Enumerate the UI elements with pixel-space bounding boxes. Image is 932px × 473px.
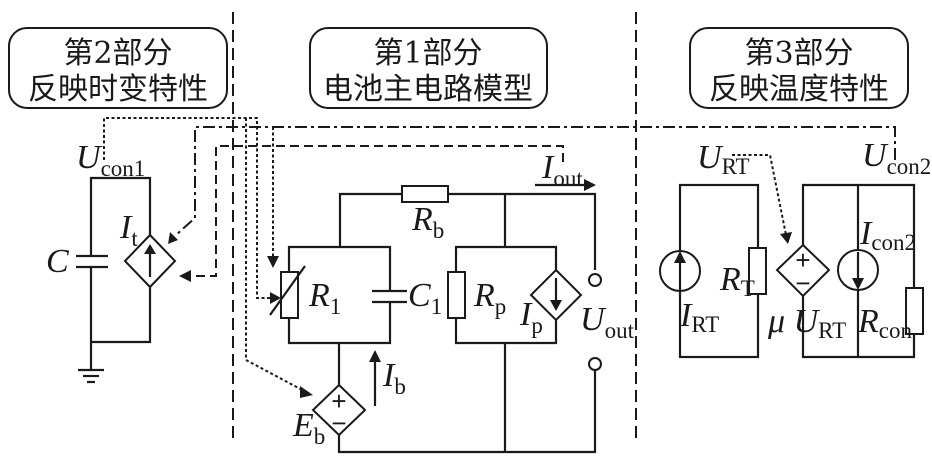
wire [338, 192, 402, 247]
wire [448, 192, 597, 270]
section-title-part3: 第3部分 反映温度特性 [689, 27, 909, 109]
wire [89, 267, 152, 344]
minus-sign: − [795, 268, 810, 298]
plus-sign: + [331, 386, 346, 416]
label-mu-U-RT: μ URT [767, 303, 846, 343]
output-terminal-top [588, 273, 602, 287]
plus-sign: + [795, 245, 810, 275]
label-I-con2: Icon2 [859, 215, 916, 255]
label-I-out: Iout [541, 149, 583, 191]
label-R-1: R1 [308, 277, 341, 319]
section-title-line2: 电池主电路模型 [323, 72, 533, 107]
section-title-line1: 第2部分 [63, 36, 172, 71]
part3-circuit [659, 183, 924, 359]
resistor-Rp [447, 271, 466, 319]
ground-icon [78, 368, 104, 384]
section-title-part1: 第1部分 电池主电路模型 [309, 27, 548, 109]
label-I-t: It [119, 209, 138, 251]
part2-circuit [76, 176, 177, 384]
section-title-part2: 第2部分 反映时变特性 [8, 27, 228, 109]
label-R-b: Rb [411, 201, 444, 243]
resistor-Rb [401, 185, 449, 203]
label-R-con: Rcon [857, 303, 912, 343]
label-R-p: Rp [473, 277, 506, 319]
section-title-line1: 第1部分 [373, 36, 482, 71]
minus-sign: − [331, 408, 346, 438]
resistor-Rcon [905, 287, 924, 335]
control-line-dotted [245, 118, 307, 393]
wire [454, 245, 558, 272]
label-I-RT: IRT [679, 297, 719, 337]
label-U-RT: URT [697, 139, 750, 179]
wire [89, 176, 152, 256]
section-title-box [8, 27, 228, 109]
wire [287, 245, 392, 291]
section-title-line1: 第3部分 [744, 36, 853, 71]
label-U-con1: Ucon1 [76, 139, 145, 181]
label-I-p: Ip [519, 296, 543, 338]
label-U-con2: Ucon2 [862, 137, 931, 179]
label-C: C [46, 243, 69, 280]
part1-circuit [269, 179, 602, 454]
label-E-b: Eb [292, 407, 325, 449]
label-I-b: Ib [382, 357, 406, 399]
control-line-dotted [732, 154, 787, 236]
section-title-box [689, 27, 909, 109]
section-title-line2: 反映温度特性 [709, 72, 889, 107]
label-C-1: C1 [408, 277, 442, 319]
output-terminal-bottom [588, 357, 602, 371]
label-U-out: Uout [580, 301, 635, 343]
variable-arrow [269, 265, 306, 316]
wire [337, 368, 597, 454]
control-line-dash-dot [175, 126, 896, 236]
label-R-T: RT [719, 261, 755, 301]
control-line-dotted [103, 117, 272, 299]
resistor-RT [748, 247, 767, 295]
section-title-box [309, 27, 548, 109]
dependent-voltage-source-icon [775, 243, 831, 298]
section-title-line2: 反映时变特性 [28, 72, 208, 107]
